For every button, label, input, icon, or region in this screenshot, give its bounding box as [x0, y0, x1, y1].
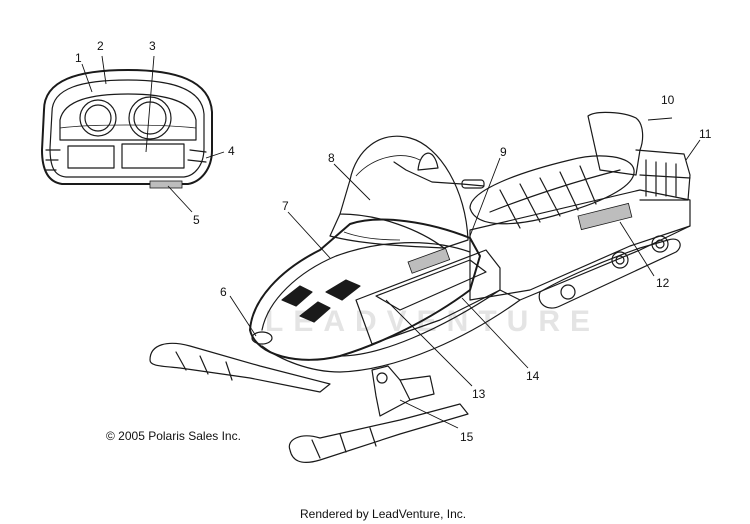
callout-10: 10 — [661, 93, 675, 107]
callout-7: 7 — [282, 199, 289, 213]
callout-12: 12 — [656, 276, 670, 290]
snowmobile-body — [149, 111, 691, 463]
callout-15: 15 — [460, 430, 474, 444]
callout-13: 13 — [472, 387, 486, 401]
callout-3: 3 — [149, 39, 156, 53]
callout-8: 8 — [328, 151, 335, 165]
callout-9: 9 — [500, 145, 507, 159]
callout-5: 5 — [193, 213, 200, 227]
callout-numbers: 1 2 3 4 5 6 7 8 9 10 11 12 13 14 15 — [75, 39, 712, 444]
leader-lines — [81, 55, 701, 429]
rendered-by-credit: Rendered by LeadVenture, Inc. — [300, 507, 467, 521]
copyright-notice: © 2005 Polaris Sales Inc. — [106, 429, 241, 443]
callout-14: 14 — [526, 369, 540, 383]
callout-2: 2 — [97, 39, 104, 53]
instrument-pod-inset — [41, 69, 213, 189]
callout-1: 1 — [75, 51, 82, 65]
callout-4: 4 — [228, 144, 235, 158]
callout-6: 6 — [220, 285, 227, 299]
callout-11: 11 — [699, 127, 712, 141]
